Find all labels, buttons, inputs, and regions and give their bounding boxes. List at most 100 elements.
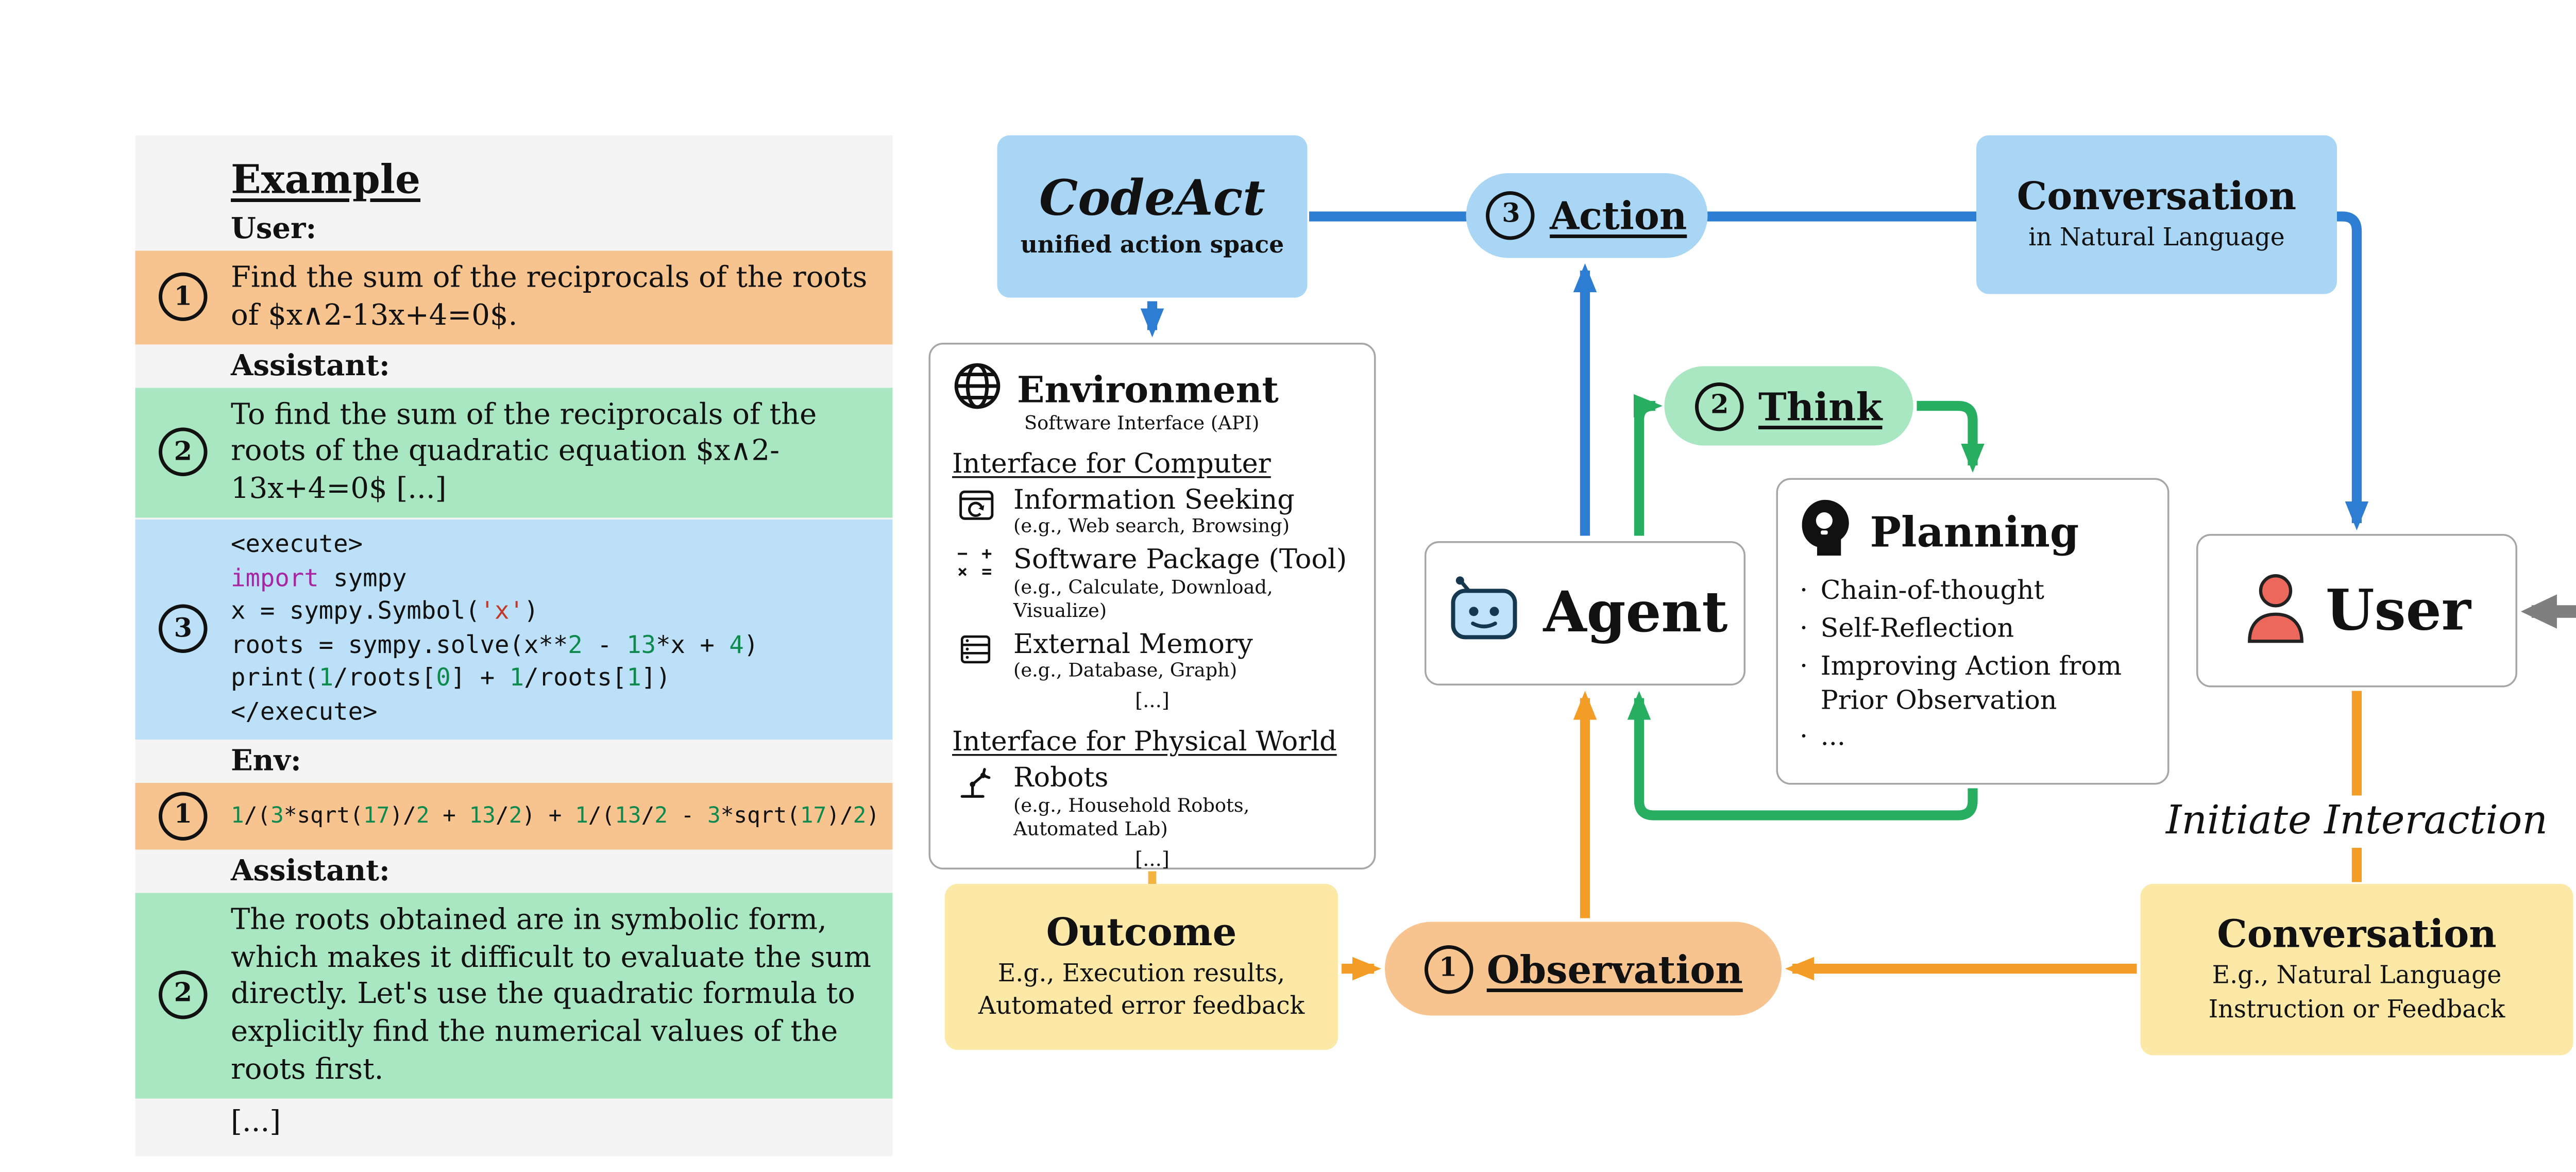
env-ellipsis: [...] (1135, 847, 1170, 871)
observation-label: Observation (1486, 946, 1743, 992)
planning-header: Planning (1800, 498, 2146, 566)
planning-bullet-text: Self-Reflection (1820, 614, 2014, 644)
software-tool-icon: − +× = (957, 545, 994, 583)
outcome-title: Outcome (1046, 908, 1237, 954)
codeact-node: CodeAct unified action space (997, 135, 1308, 298)
env-item-title: Information Seeking (1013, 483, 1295, 516)
code-block: <execute> import sympy x = sympy.Symbol(… (231, 528, 878, 730)
marker-column: 1 (135, 791, 231, 841)
env-output-row: 1 1/(3*sqrt(17)/2 + 13/2) + 1/(13/2 - 3*… (135, 782, 893, 849)
env-item-software-package: − +× = Software Package (Tool) (e.g., Ca… (952, 543, 1352, 624)
assistant-message2-text: The roots obtained are in symbolic form,… (231, 901, 871, 1086)
assistant-message-text: To find the sum of the reciprocals of th… (231, 396, 817, 506)
codeact-subtitle: unified action space (1020, 232, 1284, 260)
planning-bullet: · Self-Reflection (1800, 613, 2146, 647)
action-step-marker: 3 (1486, 191, 1536, 240)
agent-label: Agent (1543, 581, 1728, 646)
user-node: User (2196, 534, 2517, 688)
bullet-marker: · (1800, 577, 1808, 606)
initiate-interaction-label: Initiate Interaction (2158, 795, 2555, 848)
environment-title: Environment (1017, 368, 1279, 411)
information-seeking-icon (952, 487, 999, 525)
conversation-bottom-subtitle-line2: Instruction or Feedback (2208, 995, 2505, 1024)
env-item-text: Information Seeking (e.g., Web search, B… (1013, 483, 1295, 540)
planning-bullet: · Chain-of-thought (1800, 576, 2146, 610)
arrow-action-to-user (1705, 211, 2369, 530)
env-item-information-seeking: Information Seeking (e.g., Web search, B… (952, 483, 1352, 540)
env-output-text: 1/(3*sqrt(17)/2 + 13/2) + 1/(13/2 - 3*sq… (231, 802, 880, 828)
thinking-head-icon (1800, 498, 1854, 566)
outcome-subtitle-line1: E.g., Execution results, (997, 959, 1285, 989)
env-item-title: Robots (1013, 761, 1109, 794)
conversation-bottom-title: Conversation (2217, 911, 2497, 957)
env-item-subtitle: (e.g., Database, Graph) (1013, 660, 1238, 682)
planning-title: Planning (1870, 508, 2079, 557)
step-2-marker: 2 (159, 428, 208, 477)
code-line: import sympy (231, 564, 407, 593)
robot-agent-icon (1442, 574, 1525, 653)
conversation-bottom-subtitle-line1: E.g., Natural Language (2212, 962, 2502, 991)
bullet-marker: · (1800, 724, 1808, 753)
person-icon (2243, 571, 2308, 650)
robot-arm-icon (952, 765, 999, 801)
env-item-subtitle: (e.g., Web search, Browsing) (1013, 516, 1290, 538)
action-label: Action (1550, 193, 1687, 239)
interface-physical-heading: Interface for Physical World (952, 725, 1337, 758)
arrow-agent-to-think (1633, 394, 1663, 536)
step-2-marker: 2 (159, 970, 208, 1020)
environment-subtitle: Software Interface (API) (1024, 413, 1260, 435)
env-item-text: Software Package (Tool) (e.g., Calculate… (1013, 543, 1352, 624)
env-ellipsis: [...] (1135, 689, 1170, 713)
env-item-subtitle: (e.g., Household Robots, Automated Lab) (1013, 794, 1250, 840)
code-line: print(1/roots[0] + 1/roots[1]) (231, 664, 671, 694)
codeact-title: CodeAct (1039, 172, 1265, 228)
user-message-row: 1 Find the sum of the reciprocals of the… (135, 250, 893, 344)
bullet-marker: · (1800, 614, 1808, 644)
planning-bullet-text: Improving Action from Prior Observation (1820, 652, 2122, 715)
code-line: x = sympy.Symbol('x') (231, 597, 539, 627)
conversation-top-subtitle: in Natural Language (2028, 223, 2285, 253)
env-turn-label: Env: (231, 743, 301, 777)
env-item-robots: Robots (e.g., Household Robots, Automate… (952, 761, 1352, 842)
env-item-text: Robots (e.g., Household Robots, Automate… (1013, 761, 1352, 842)
interface-computer-heading: Interface for Computer (952, 447, 1271, 480)
environment-header: Environment (952, 361, 1352, 418)
conversation-top-node: Conversation in Natural Language (1976, 135, 2337, 294)
external-memory-icon (952, 631, 999, 667)
code-line: </execute> (231, 698, 378, 727)
user-turn-label: User: (231, 211, 317, 246)
marker-column: 2 (135, 428, 231, 477)
arrow-planning-to-agent (1627, 691, 1978, 821)
user-message-text: Find the sum of the reciprocals of the r… (231, 260, 868, 332)
env-item-text: External Memory (e.g., Database, Graph) (1013, 627, 1253, 684)
step-1-marker: 1 (159, 791, 208, 841)
example-title: Example (231, 157, 421, 204)
planning-bullet: · Improving Action from Prior Observatio… (1800, 650, 2146, 718)
planning-node: Planning · Chain-of-thought · Self-Refle… (1776, 478, 2170, 785)
code-line: <execute> (231, 530, 363, 559)
assistant-turn-label: Assistant: (231, 347, 390, 382)
arrow-think-to-planning (1917, 400, 1985, 473)
globe-icon (952, 361, 1003, 418)
planning-bullet-text: ... (1820, 724, 1846, 753)
conversation-bottom-node: Conversation E.g., Natural Language Inst… (2140, 884, 2573, 1056)
agent-node: Agent (1425, 541, 1745, 685)
assistant-message-row: 2 To find the sum of the reciprocals of … (135, 387, 893, 518)
observation-step-marker: 1 (1423, 944, 1472, 993)
marker-column: 1 (135, 273, 231, 322)
marker-column: 2 (135, 970, 231, 1020)
env-item-title: External Memory (1013, 627, 1253, 660)
example-panel: Example User: 1 Find the sum of the reci… (135, 135, 893, 1156)
marker-column: 3 (135, 605, 231, 654)
observation-node: 1 Observation (1385, 922, 1782, 1016)
env-item-external-memory: External Memory (e.g., Database, Graph) (952, 627, 1352, 684)
code-block-row: 3 <execute> import sympy x = sympy.Symbo… (135, 519, 893, 740)
planning-bullet: · ... (1800, 722, 2146, 756)
conversation-top-title: Conversation (2016, 173, 2297, 218)
think-node: 2 Think (1664, 366, 1913, 446)
outcome-node: Outcome E.g., Execution results, Automat… (945, 884, 1338, 1050)
env-item-title: Software Package (Tool) (1013, 543, 1347, 576)
user-label: User (2326, 578, 2471, 643)
